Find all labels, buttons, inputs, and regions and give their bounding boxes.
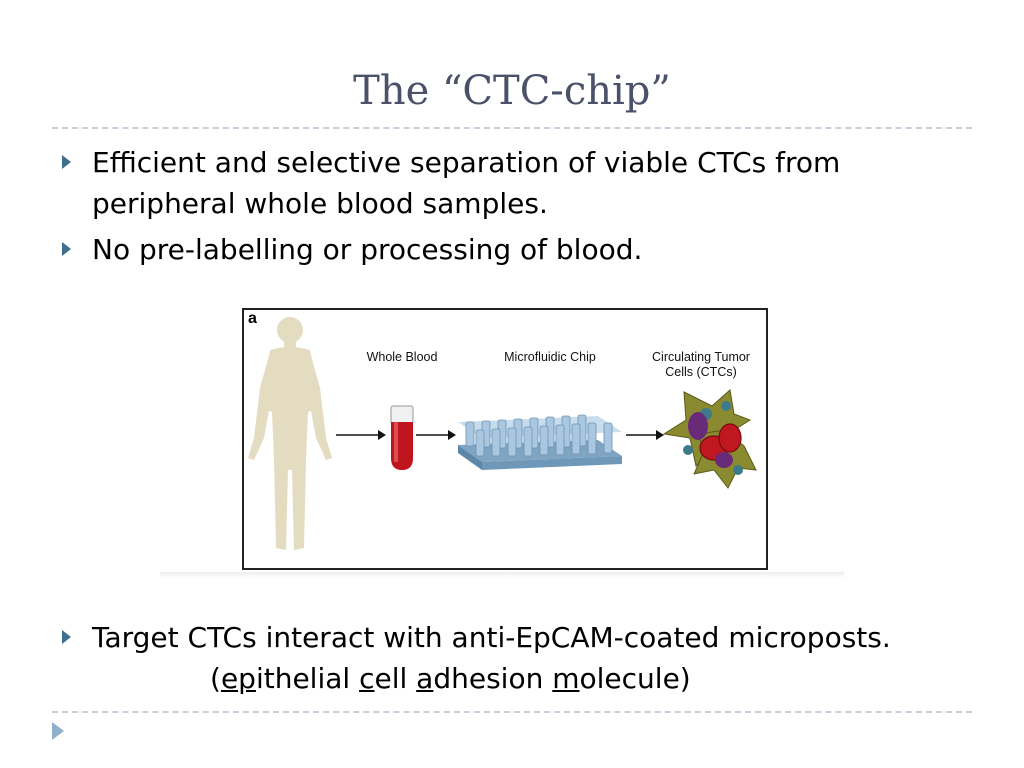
underline-m: m — [552, 662, 580, 695]
arrow-right-icon — [336, 430, 386, 440]
paren-open: ( — [210, 662, 221, 695]
title-divider — [52, 127, 972, 129]
bullet-arrow-icon — [62, 242, 71, 256]
underline-c: c — [359, 662, 375, 695]
bullet-item-3: Target CTCs interact with anti-EpCAM-coa… — [62, 617, 972, 699]
word-olecule: olecule) — [579, 662, 691, 695]
bullet-arrow-icon — [62, 630, 71, 644]
bullet-arrow-icon — [62, 155, 71, 169]
ctc-label-line-1: Circulating Tumor — [652, 350, 750, 364]
human-silhouette-icon — [248, 317, 332, 550]
ctc-chip-figure: a Whole Blood Microfluidic Chip Circulat… — [242, 308, 768, 570]
bullet-item-2: No pre-labelling or processing of blood. — [62, 229, 972, 270]
bullet-text-1: Efficient and selective separation of vi… — [92, 146, 841, 220]
ctc-label-line-2: Cells (CTCs) — [665, 365, 737, 379]
underline-ep: ep — [220, 662, 256, 695]
next-slide-arrow-icon[interactable] — [52, 722, 64, 740]
arrow-right-icon — [416, 430, 456, 440]
bullet-text-3: Target CTCs interact with anti-EpCAM-coa… — [92, 621, 891, 654]
word-ithelial: ithelial — [255, 662, 360, 695]
figure-illustration — [248, 317, 757, 550]
underline-a: a — [416, 662, 434, 695]
footer-divider — [52, 711, 972, 713]
bullet-item-1: Efficient and selective separation of vi… — [62, 142, 972, 224]
figure-shadow — [160, 572, 844, 578]
arrow-right-icon — [626, 430, 664, 440]
microfluidic-chip-icon — [458, 414, 622, 470]
epcam-definition: (epithelial cell adhesion molecule) — [210, 662, 691, 695]
whole-blood-label: Whole Blood — [366, 350, 438, 364]
microfluidic-chip-label: Microfluidic Chip — [504, 350, 596, 364]
ctc-label: Circulating Tumor Cells (CTCs) — [636, 350, 766, 380]
ctc-cluster-icon — [662, 389, 757, 489]
blood-tube-icon — [390, 405, 414, 470]
bullet-text-2: No pre-labelling or processing of blood. — [92, 233, 643, 266]
word-ell: ell — [374, 662, 417, 695]
word-dhesion: dhesion — [433, 662, 553, 695]
figure-panel-letter: a — [248, 310, 257, 327]
slide-title: The “CTC-chip” — [353, 68, 671, 114]
